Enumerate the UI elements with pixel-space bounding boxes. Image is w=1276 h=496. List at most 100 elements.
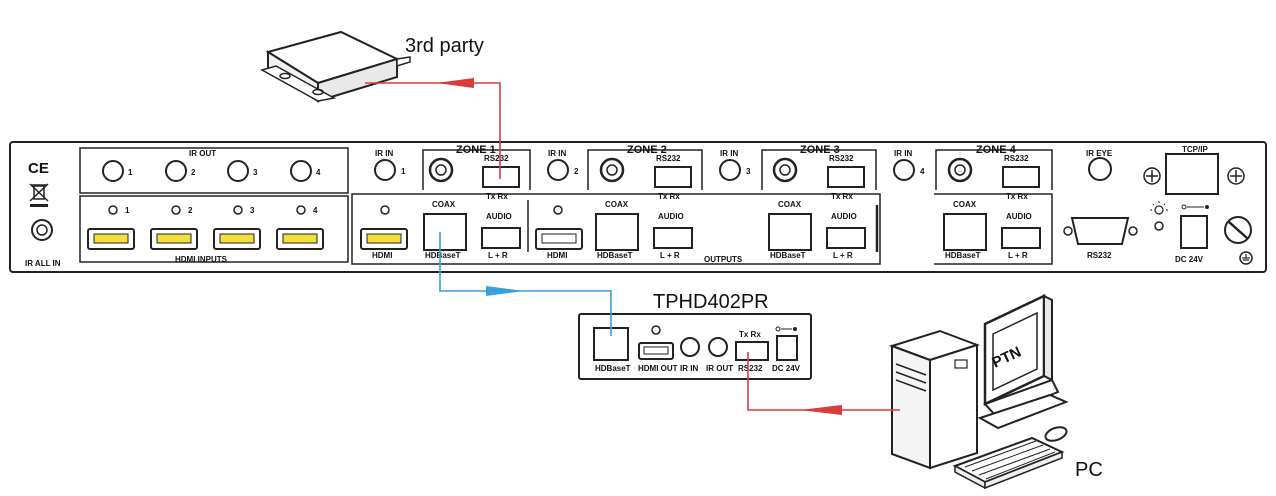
zone-2-hdmi-label: HDMI — [547, 251, 567, 260]
dc-polarity-icon — [1181, 204, 1209, 210]
dc24v-label: DC 24V — [1175, 255, 1204, 264]
zone-4-ir-in-jack[interactable] — [893, 159, 915, 181]
arrow-right-icon — [486, 286, 524, 296]
receiver-label: TPHD402PR — [653, 291, 769, 313]
zone-1-ir-in-jack[interactable] — [374, 159, 396, 181]
zone-4-audio-label: AUDIO — [1006, 212, 1032, 221]
zone-3-label: ZONE 3 — [800, 144, 840, 156]
ir-eye-jack[interactable] — [1088, 157, 1112, 181]
hdbaset-link — [439, 232, 612, 336]
zone-1-audio-port[interactable] — [481, 227, 521, 249]
ir-out-num-3: 3 — [253, 168, 258, 177]
third-party-device — [260, 30, 411, 103]
zone-2-ir-num: 2 — [574, 167, 579, 176]
hdmi-in-num-4: 4 — [313, 206, 318, 215]
third-party-label: 3rd party — [405, 35, 484, 57]
ir-out-jack-1[interactable] — [102, 160, 124, 182]
ir-out-num-4: 4 — [316, 168, 321, 177]
rs232-link-pc — [747, 352, 900, 415]
rs232-db9-port[interactable] — [1070, 217, 1130, 245]
zones-outputs-group — [351, 193, 881, 265]
matrix-rear-panel: CE IR ALL IN IR OUT 1 2 3 4 1 — [9, 141, 1267, 273]
zone-1-hdbaset-label: HDBaseT — [425, 251, 461, 260]
zone-2: IR IN 2 ZONE 2 RS232 Tx Rx HDMI COAX HDB… — [527, 144, 703, 260]
zone-4-hdbaset-port[interactable] — [943, 213, 987, 251]
receiver-hdmi-out-label: HDMI OUT — [638, 364, 678, 373]
tphd402pr-receiver: HDBaseT HDMI OUT IR IN IR OUT Tx Rx RS23… — [578, 313, 812, 380]
zone-1-txrx-label: Tx Rx — [486, 192, 508, 201]
power-led-icon — [1150, 201, 1168, 231]
zone-2-label: ZONE 2 — [627, 144, 667, 156]
zone-2-rs232-label: RS232 — [656, 154, 681, 163]
zone-2-coax-label: COAX — [605, 200, 629, 209]
weee-bin-icon — [29, 183, 49, 207]
zone-1-label: ZONE 1 — [456, 144, 496, 156]
zone-3-txrx-label: Tx Rx — [831, 192, 853, 201]
zone-4-hdbaset-label: HDBaseT — [945, 251, 981, 260]
zone-2-lr-label: L + R — [660, 251, 680, 260]
receiver-ir-out-jack[interactable] — [708, 337, 728, 357]
zone-2-hdbaset-label: HDBaseT — [597, 251, 633, 260]
zone-2-ir-in-jack[interactable] — [547, 159, 569, 181]
zone-3-rs232-port[interactable] — [827, 166, 865, 188]
zone-3-lr-label: L + R — [833, 251, 853, 260]
ir-out-jack-3[interactable] — [227, 160, 249, 182]
zone-1-ir-num: 1 — [401, 167, 406, 176]
rs232-link-third-party — [365, 78, 501, 179]
arrow-left-icon — [436, 78, 474, 88]
receiver-rs232-port[interactable] — [735, 341, 769, 361]
zone-3-ir-in-label: IR IN — [720, 149, 738, 158]
receiver-dc24v-port[interactable] — [776, 335, 798, 361]
receiver-rs232-label: RS232 — [738, 364, 763, 373]
zone-2-txrx-label: Tx Rx — [658, 192, 680, 201]
zone-1: IR IN 1 ZONE 1 RS232 Tx Rx HDMI COAX HDB… — [360, 144, 531, 260]
zone-2-ir-in-label: IR IN — [548, 149, 566, 158]
zone-4-rs232-port[interactable] — [1002, 166, 1040, 188]
dc24v-power-port[interactable] — [1180, 215, 1208, 249]
ir-out-label: IR OUT — [189, 149, 216, 158]
zone-3-hdbaset-label: HDBaseT — [770, 251, 806, 260]
ir-out-num-2: 2 — [191, 168, 196, 177]
receiver-txrx-label: Tx Rx — [739, 330, 761, 339]
ir-out-jack-4[interactable] — [290, 160, 312, 182]
ir-all-in-label: IR ALL IN — [25, 259, 61, 268]
zone-3-audio-label: AUDIO — [831, 212, 857, 221]
ground-screw-icon — [1224, 216, 1253, 265]
zone-2-audio-label: AUDIO — [658, 212, 684, 221]
zone-1-coax-label: COAX — [432, 200, 456, 209]
receiver-dc24v-label: DC 24V — [772, 364, 801, 373]
zone-2-audio-port[interactable] — [653, 227, 693, 249]
tcpip-port[interactable] — [1165, 153, 1219, 195]
zone-1-audio-label: AUDIO — [486, 212, 512, 221]
zone-3-ir-in-jack[interactable] — [719, 159, 741, 181]
zone-3-hdbaset-port[interactable] — [768, 213, 812, 251]
pc-label: PC — [1075, 459, 1103, 481]
zone-1-rs232-label: RS232 — [484, 154, 509, 163]
arrow-left-icon — [800, 405, 842, 415]
receiver-ir-in-jack[interactable] — [680, 337, 700, 357]
zone-4-coax-label: COAX — [953, 200, 977, 209]
zone-4-audio-port[interactable] — [1001, 227, 1041, 249]
zone-4: IR IN 4 ZONE 4 RS232 Tx Rx COAX HDBaseT … — [893, 144, 1053, 265]
zone-2-hdbaset-port[interactable] — [595, 213, 639, 251]
zone-1-hdbaset-port[interactable] — [423, 213, 467, 251]
zone-1-rs232-port[interactable] — [482, 166, 520, 188]
zone-4-txrx-label: Tx Rx — [1006, 192, 1028, 201]
receiver-dc-polarity-icon — [775, 326, 797, 332]
tcpip-label: TCP/IP — [1182, 145, 1208, 154]
ir-eye-label: IR EYE — [1086, 149, 1113, 158]
zone-4-ir-in-label: IR IN — [894, 149, 912, 158]
zone-4-lr-label: L + R — [1008, 251, 1028, 260]
zone-2-rs232-port[interactable] — [654, 166, 692, 188]
zone-3-coax-label: COAX — [778, 200, 802, 209]
outputs-label: OUTPUTS — [704, 255, 743, 264]
zone-3-rs232-label: RS232 — [829, 154, 854, 163]
hdmi-inputs-label: HDMI INPUTS — [175, 255, 228, 264]
screw-icon-right — [1227, 167, 1245, 185]
receiver-ir-in-label: IR IN — [680, 364, 698, 373]
zone-1-ir-in-label: IR IN — [375, 149, 393, 158]
pc-computer: PTN — [888, 294, 1069, 490]
ir-out-jack-2[interactable] — [165, 160, 187, 182]
zone-3-audio-port[interactable] — [826, 227, 866, 249]
